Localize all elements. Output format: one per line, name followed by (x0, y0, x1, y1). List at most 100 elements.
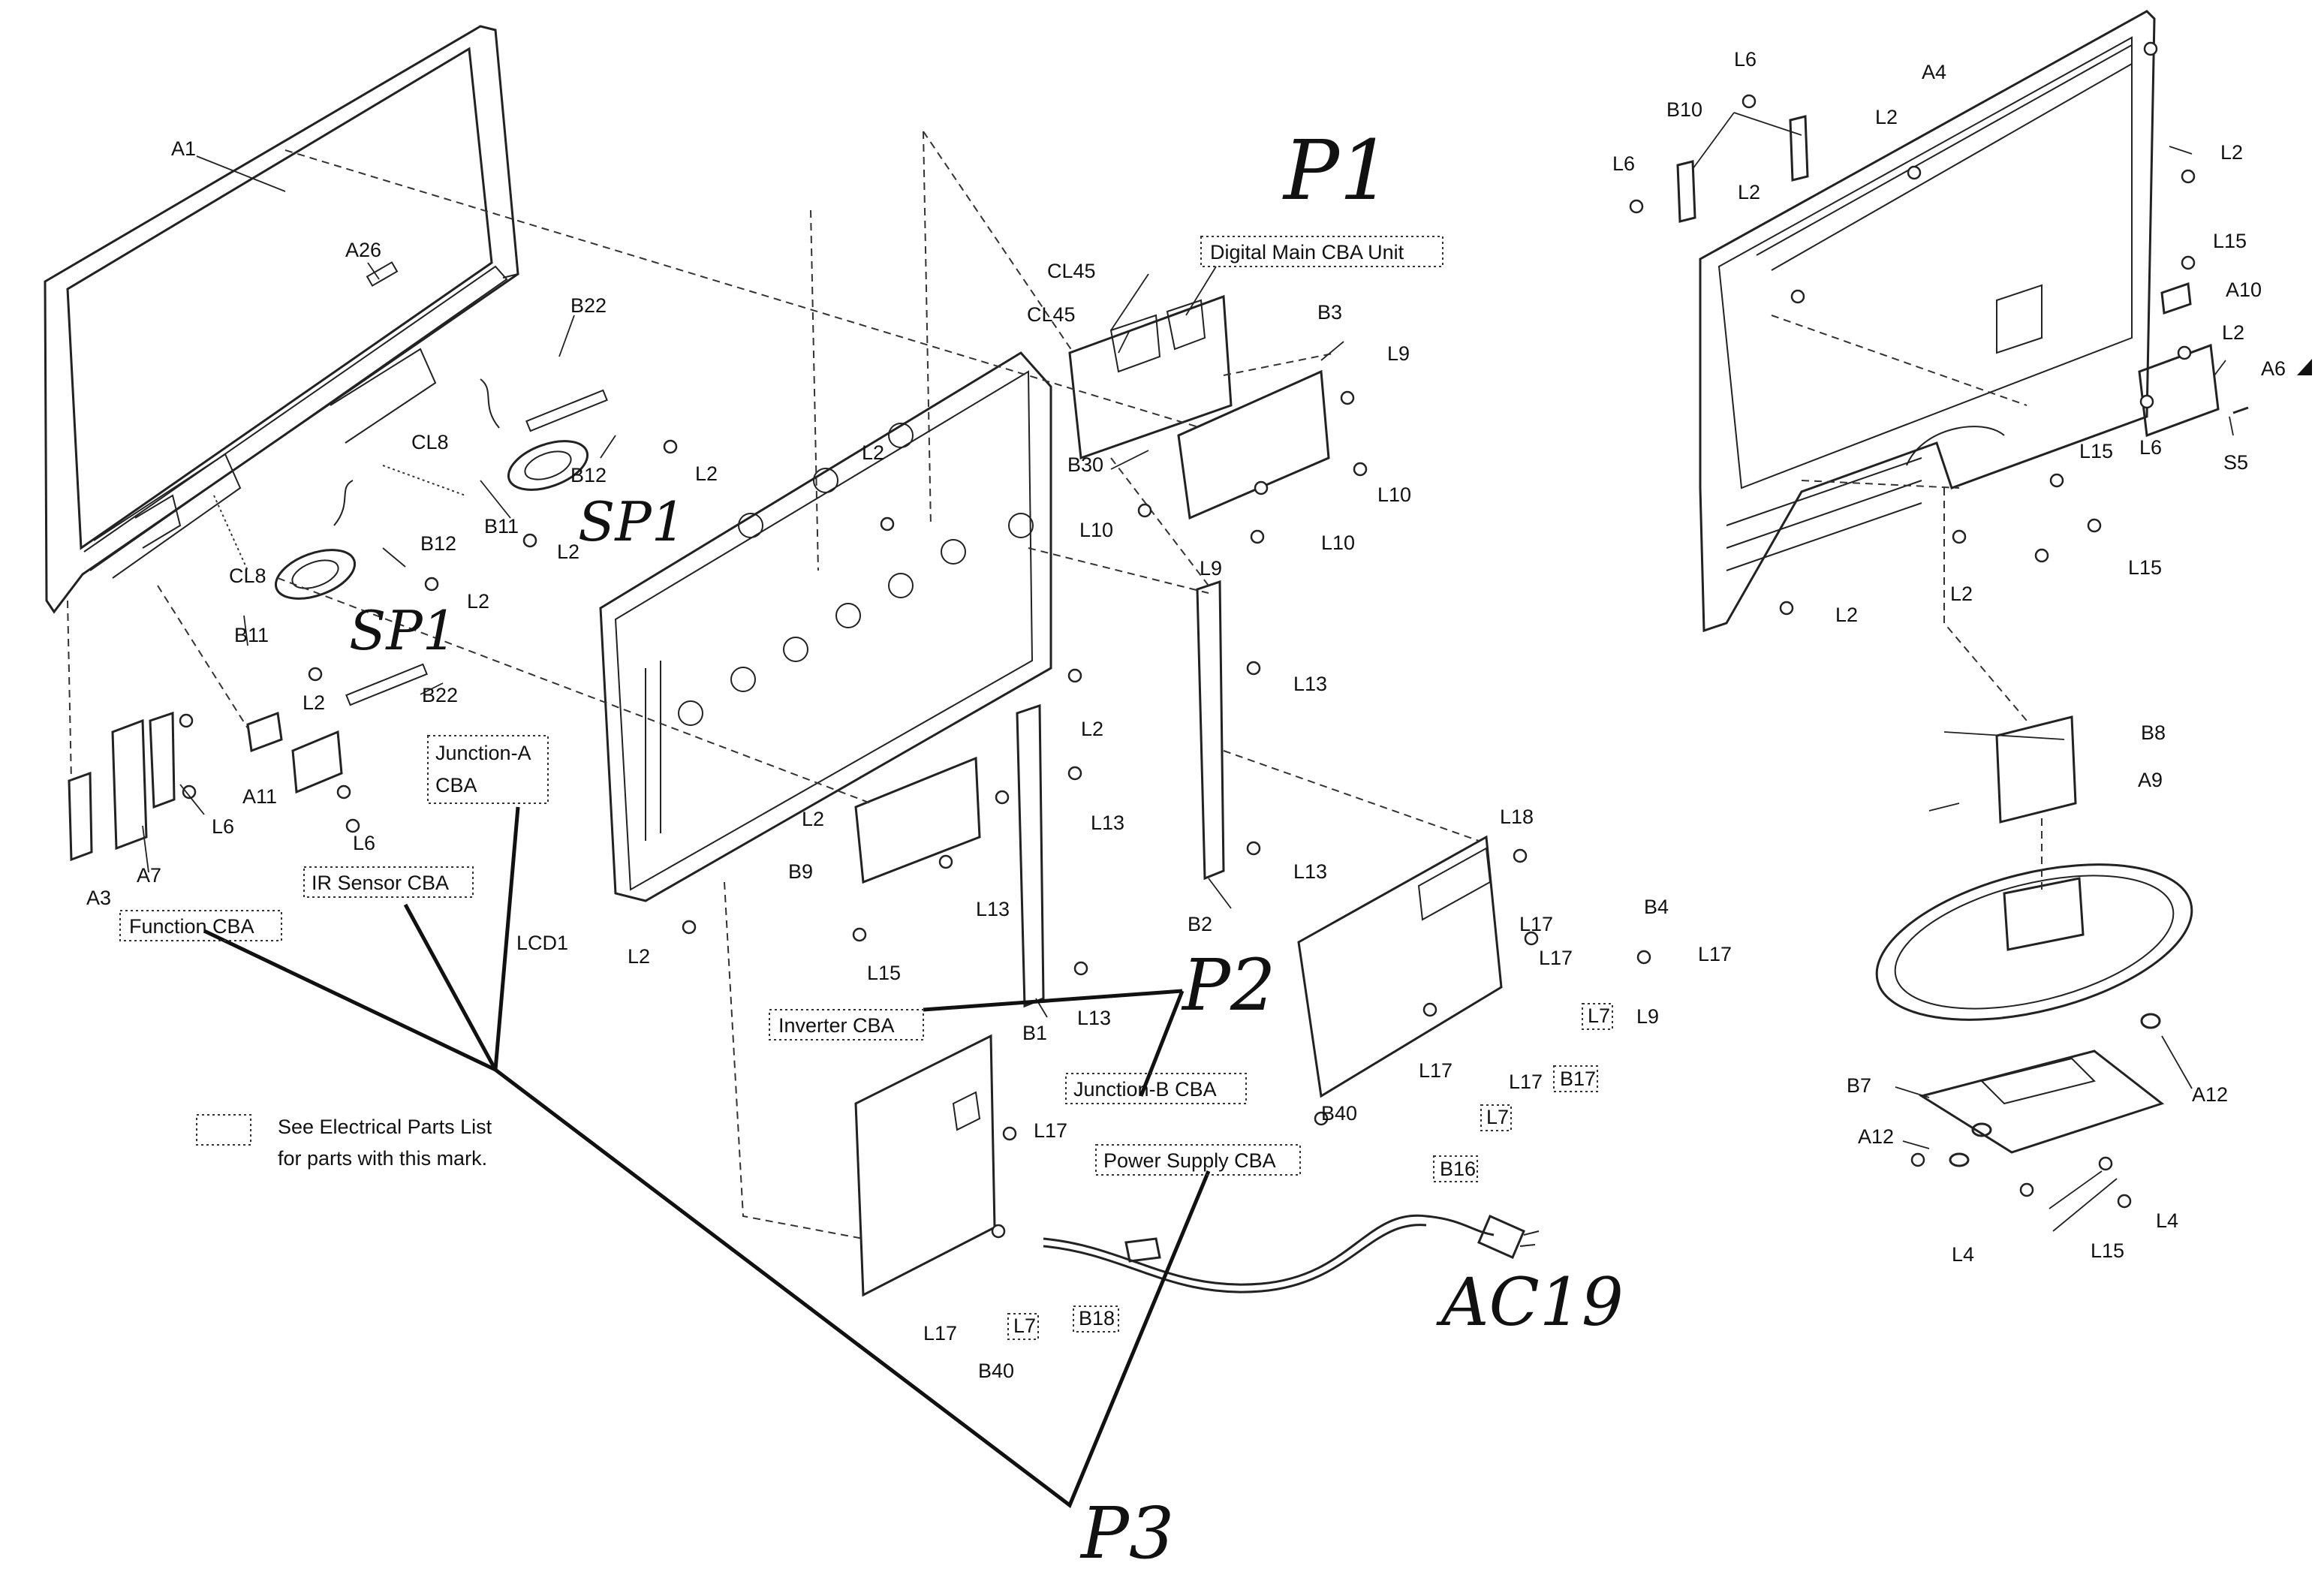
boxed-mark-l7-b (1480, 1104, 1512, 1131)
label-l7-b: L7 (1486, 1106, 1509, 1128)
label-power-supply-cba: Power Supply CBA (1103, 1149, 1276, 1172)
handwritten-sp1-a: SP1 (578, 490, 686, 553)
label-b11-top: B11 (484, 515, 519, 538)
label-l13-c: L13 (1077, 1007, 1111, 1029)
label-l17-b: L17 (1698, 943, 1732, 965)
label-b11-mid: B11 (234, 624, 269, 646)
label-l2-lcd: L2 (628, 945, 650, 968)
handwritten-annotations: P1 P2 P3 SP1 SP1 AC19 (349, 122, 1624, 1575)
label-l15-rear-c: L15 (2128, 556, 2162, 579)
label-l6-rear-right: L6 (2139, 436, 2162, 459)
part-labels: A1 A26 B22 CL8 B12 L2 B11 L2 B12 CL8 L2 … (86, 48, 2312, 1382)
stand-drawing (1875, 715, 2193, 1167)
label-l2-rear-a: L2 (1875, 106, 1898, 128)
label-b40-right: B40 (1321, 1102, 1357, 1125)
label-s5: S5 (2223, 451, 2248, 474)
label-b12-mid: B12 (420, 532, 456, 555)
label-b22-top: B22 (570, 294, 607, 317)
assembly-lines (67, 131, 2043, 1239)
label-l2-chassis-b: L2 (1081, 718, 1103, 740)
box-inverter (769, 1009, 924, 1040)
bracket-drawings (854, 580, 1225, 1008)
label-l2-rear-e: L2 (1950, 583, 1973, 605)
label-l15-rear-b: L15 (2079, 440, 2113, 462)
label-a12-left: A12 (1858, 1125, 1894, 1148)
label-l13-d: L13 (1293, 673, 1327, 695)
front-cabinet-drawing (44, 25, 519, 614)
label-function-cba: Function CBA (129, 915, 254, 938)
box-junction-a (427, 735, 549, 804)
label-l2-rear-f: L2 (1835, 604, 1858, 626)
label-b30: B30 (1067, 453, 1103, 476)
label-l15-mid: L15 (867, 962, 901, 984)
legend-mark-box (196, 1114, 251, 1146)
label-b1: B1 (1022, 1022, 1047, 1044)
label-l9-mid: L9 (1200, 557, 1222, 580)
label-lcd1: LCD1 (516, 932, 568, 954)
label-l18: L18 (1500, 806, 1534, 828)
label-l2-top: L2 (695, 462, 718, 485)
box-function (119, 910, 282, 941)
label-l9-lower: L9 (1636, 1005, 1659, 1028)
label-a4: A4 (1922, 61, 1946, 83)
label-a26: A26 (345, 239, 381, 261)
label-b40-left: B40 (978, 1360, 1014, 1382)
label-cl8-top: CL8 (411, 431, 449, 453)
label-l7-c: L7 (1013, 1315, 1036, 1337)
label-l9-top: L9 (1387, 342, 1410, 365)
label-b7: B7 (1847, 1074, 1871, 1097)
label-a6: A6 (2261, 357, 2286, 380)
box-ir-sensor (303, 866, 474, 898)
handwritten-sp1-b: SP1 (349, 599, 457, 662)
label-b8: B8 (2141, 721, 2166, 744)
label-l10-a: L10 (1377, 483, 1411, 506)
boxed-mark-b17 (1553, 1065, 1598, 1092)
label-a7: A7 (137, 864, 161, 887)
label-l2-rear-d: L2 (2222, 321, 2244, 344)
boxed-mark-b16 (1433, 1155, 1478, 1182)
boxed-mark-l7-c (1007, 1313, 1039, 1340)
box-power-supply (1095, 1144, 1301, 1176)
label-inverter-cba: Inverter CBA (778, 1014, 895, 1037)
label-l17-g: L17 (923, 1322, 957, 1345)
label-l17-f: L17 (1034, 1119, 1067, 1142)
label-l17-c: L17 (1539, 947, 1573, 969)
label-l4-right: L4 (2156, 1209, 2178, 1232)
handwritten-p2: P2 (1181, 944, 1275, 1027)
label-b10: B10 (1666, 98, 1702, 121)
digital-main-cba-drawing (1068, 294, 1330, 520)
label-l13-a: L13 (1091, 812, 1124, 834)
legend-line-2: for parts with this mark. (278, 1147, 487, 1170)
box-junction-b (1065, 1073, 1247, 1104)
label-l2-lower: L2 (303, 691, 325, 714)
label-l10-b: L10 (1079, 519, 1113, 541)
label-junction-a-line2: CBA (435, 774, 477, 797)
label-cl45-a: CL45 (1047, 260, 1096, 282)
label-b2: B2 (1188, 913, 1212, 935)
lcd-chassis-drawing (599, 351, 1052, 902)
label-l17-a: L17 (1519, 913, 1553, 935)
label-l6-rear-left: L6 (1612, 152, 1635, 175)
handwritten-p1: P1 (1282, 122, 1392, 218)
label-junction-b-cba: Junction-B CBA (1073, 1078, 1217, 1101)
label-b22-lower: B22 (422, 684, 458, 706)
label-b9: B9 (788, 860, 813, 883)
label-l4-left: L4 (1952, 1243, 1974, 1266)
label-l2-mid: L2 (557, 541, 579, 563)
label-cl45-b: CL45 (1027, 303, 1076, 326)
label-l6-b: L6 (353, 832, 375, 854)
label-a10: A10 (2226, 279, 2262, 301)
label-l15-rear-a: L15 (2213, 230, 2247, 252)
a6-warning-triangle (2297, 359, 2312, 375)
label-b4: B4 (1644, 896, 1669, 918)
label-l2-rear-b: L2 (2220, 141, 2243, 164)
box-digital-main (1200, 236, 1443, 267)
leader-lines (142, 112, 2234, 1232)
screws (179, 41, 2196, 1239)
label-l6-a: L6 (212, 815, 234, 838)
label-l17-e: L17 (1509, 1071, 1543, 1093)
speaker-drawings (274, 378, 608, 706)
rear-cabinet-drawing (1699, 10, 2156, 633)
label-b18: B18 (1079, 1307, 1115, 1330)
